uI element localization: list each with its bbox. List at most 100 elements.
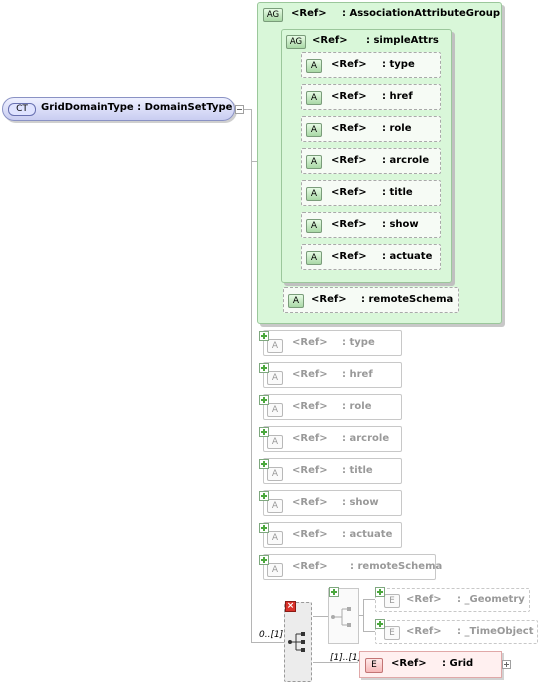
attribute-name: : href	[342, 369, 373, 380]
ref-label: <Ref>	[292, 561, 328, 572]
expand-plus-icon[interactable]	[375, 587, 385, 597]
complex-type-node[interactable]: CT GridDomainType : DomainSetType	[2, 97, 235, 121]
attribute-name: : remoteSchema	[361, 294, 454, 305]
attribute-role[interactable]: A <Ref> : role	[301, 116, 441, 142]
attribute-badge: A	[267, 499, 283, 513]
attribute-name: : type	[382, 59, 415, 70]
ref-label: <Ref>	[292, 369, 328, 380]
attribute-badge: A	[267, 435, 283, 449]
expand-plus-icon[interactable]	[259, 331, 269, 341]
attribute-badge: A	[306, 219, 322, 233]
connector	[363, 631, 375, 632]
element-time-object[interactable]: E <Ref> : _TimeObject	[375, 620, 538, 644]
attribute-type[interactable]: A <Ref> : type	[301, 52, 441, 78]
attribute-group-badge: AG	[286, 35, 306, 49]
ref-label: <Ref>	[312, 35, 348, 46]
collapsed-attribute-type[interactable]: A <Ref> : type	[263, 330, 402, 356]
element-badge: E	[365, 658, 383, 673]
attribute-group-badge: AG	[263, 8, 283, 22]
ref-label: <Ref>	[292, 465, 328, 476]
ref-label: <Ref>	[331, 91, 367, 102]
ref-label: <Ref>	[331, 251, 367, 262]
connector	[313, 616, 328, 617]
collapsed-attribute-actuate[interactable]: A <Ref> : actuate	[263, 522, 402, 548]
ref-label: <Ref>	[331, 187, 367, 198]
expand-toggle[interactable]	[502, 660, 511, 669]
collapsed-attribute-role[interactable]: A <Ref> : role	[263, 394, 402, 420]
attribute-name: : href	[382, 91, 413, 102]
collapsed-attribute-show[interactable]: A <Ref> : show	[263, 490, 402, 516]
expand-plus-icon[interactable]	[259, 363, 269, 373]
collapsed-attribute-remote-schema[interactable]: A <Ref> : remoteSchema	[263, 554, 442, 580]
attribute-name: : arcrole	[342, 433, 390, 444]
element-badge: E	[384, 594, 400, 608]
sequence-occurrence: 0..[1]	[259, 630, 284, 640]
group-name: : simpleAttrs	[366, 35, 439, 46]
group-name: : AssociationAttributeGroup	[342, 8, 501, 19]
element-name: : Grid	[442, 658, 474, 669]
connector	[359, 615, 364, 616]
attribute-href[interactable]: A <Ref> : href	[301, 84, 441, 110]
connector	[251, 642, 284, 643]
sequence-icon	[288, 632, 305, 652]
attribute-name: : show	[342, 497, 379, 508]
ref-label: <Ref>	[406, 626, 442, 637]
collapse-toggle[interactable]	[235, 105, 244, 114]
expand-plus-icon[interactable]	[259, 555, 269, 565]
ref-label: <Ref>	[391, 658, 427, 669]
attribute-name: : type	[342, 337, 375, 348]
ref-label: <Ref>	[291, 8, 327, 19]
attribute-arcrole[interactable]: A <Ref> : arcrole	[301, 148, 441, 174]
ref-label: <Ref>	[406, 594, 442, 605]
connector	[251, 109, 252, 642]
ref-label: <Ref>	[292, 529, 328, 540]
ref-label: <Ref>	[331, 155, 367, 166]
element-badge: E	[384, 626, 400, 640]
element-name: : _Geometry	[457, 594, 525, 605]
attribute-name: : remoteSchema	[350, 561, 443, 572]
connector	[313, 662, 358, 663]
attribute-name: : show	[382, 219, 419, 230]
remove-x-icon[interactable]: ×	[285, 601, 296, 612]
choice-icon	[331, 607, 351, 627]
attribute-title[interactable]: A <Ref> : title	[301, 180, 441, 206]
expand-plus-icon[interactable]	[259, 459, 269, 469]
attribute-name: : arcrole	[382, 155, 430, 166]
attribute-show[interactable]: A <Ref> : show	[301, 212, 441, 238]
expand-plus-icon[interactable]	[259, 523, 269, 533]
expand-plus-icon[interactable]	[259, 491, 269, 501]
ref-label: <Ref>	[292, 497, 328, 508]
collapsed-attribute-arcrole[interactable]: A <Ref> : arcrole	[263, 426, 402, 452]
attribute-badge: A	[306, 123, 322, 137]
attribute-name: : role	[382, 123, 412, 134]
attribute-name: : actuate	[382, 251, 433, 262]
attribute-remote-schema[interactable]: A <Ref> : remoteSchema	[283, 287, 459, 313]
ref-label: <Ref>	[331, 59, 367, 70]
connector	[251, 161, 257, 162]
attribute-actuate[interactable]: A <Ref> : actuate	[301, 244, 441, 270]
grid-occurrence: [1]..[1]	[330, 653, 362, 663]
ct-badge: CT	[8, 103, 36, 116]
ref-label: <Ref>	[331, 123, 367, 134]
expand-plus-icon[interactable]	[259, 395, 269, 405]
expand-plus-icon[interactable]	[259, 427, 269, 437]
element-geometry[interactable]: E <Ref> : _Geometry	[375, 588, 530, 612]
expand-plus-icon[interactable]	[375, 619, 385, 629]
attribute-badge: A	[306, 187, 322, 201]
attribute-badge: A	[267, 563, 283, 577]
ref-label: <Ref>	[292, 401, 328, 412]
expand-plus-icon[interactable]	[329, 587, 339, 597]
collapsed-attribute-href[interactable]: A <Ref> : href	[263, 362, 402, 388]
ref-label: <Ref>	[331, 219, 367, 230]
sequence-compositor[interactable]	[284, 602, 312, 682]
ref-label: <Ref>	[292, 337, 328, 348]
attribute-badge: A	[267, 371, 283, 385]
collapsed-attribute-title[interactable]: A <Ref> : title	[263, 458, 402, 484]
connector	[363, 599, 375, 600]
attribute-badge: A	[267, 531, 283, 545]
attribute-badge: A	[306, 91, 322, 105]
choice-compositor[interactable]	[328, 588, 359, 644]
attribute-name: : role	[342, 401, 372, 412]
element-grid[interactable]: E <Ref> : Grid	[359, 651, 502, 678]
attribute-name: : title	[382, 187, 413, 198]
